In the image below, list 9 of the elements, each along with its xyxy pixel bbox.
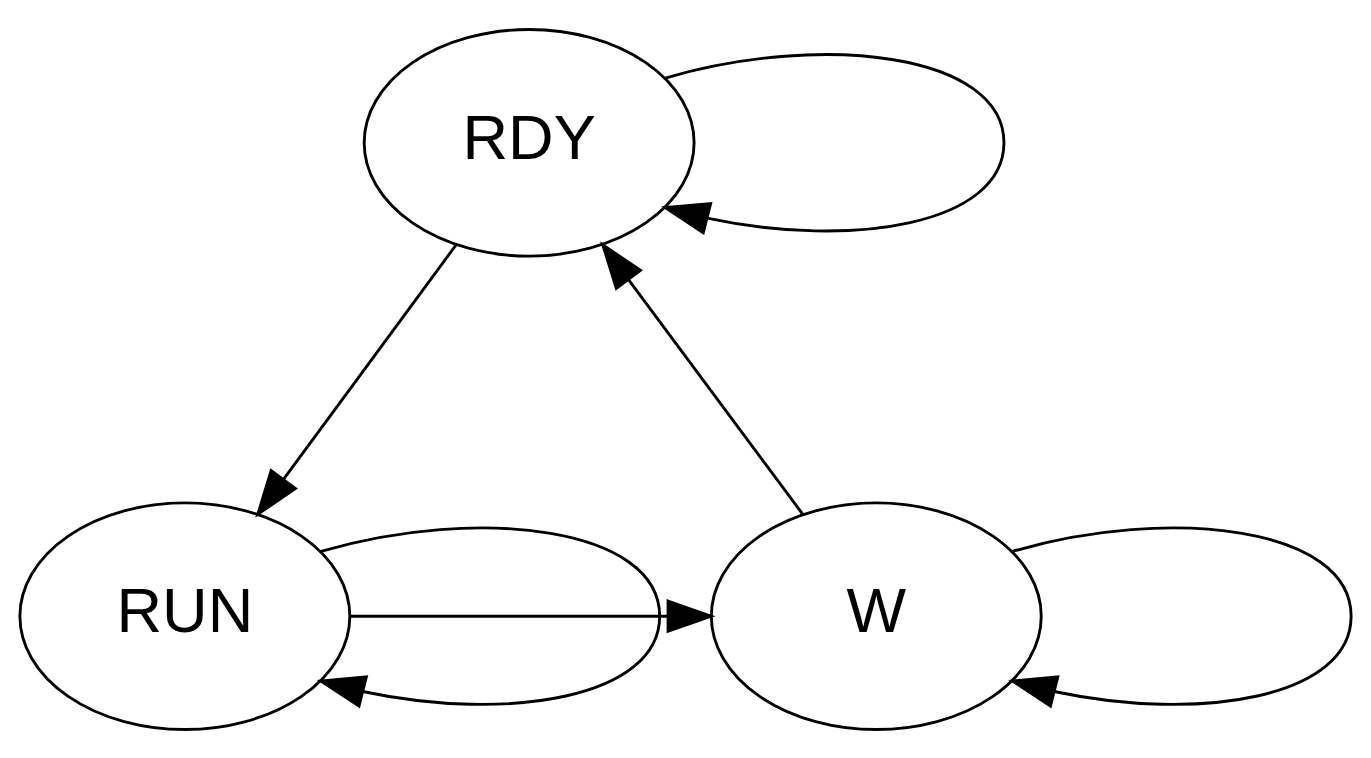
node-ellipse: RUN <box>18 500 352 731</box>
arrow <box>661 52 1006 235</box>
arrow <box>255 243 458 518</box>
arrow <box>1008 526 1353 708</box>
arrow <box>600 240 804 515</box>
node-ellipse: W <box>709 500 1043 731</box>
arrow <box>350 598 716 633</box>
node-ellipse: RDY <box>362 27 696 258</box>
arrow <box>316 526 662 708</box>
